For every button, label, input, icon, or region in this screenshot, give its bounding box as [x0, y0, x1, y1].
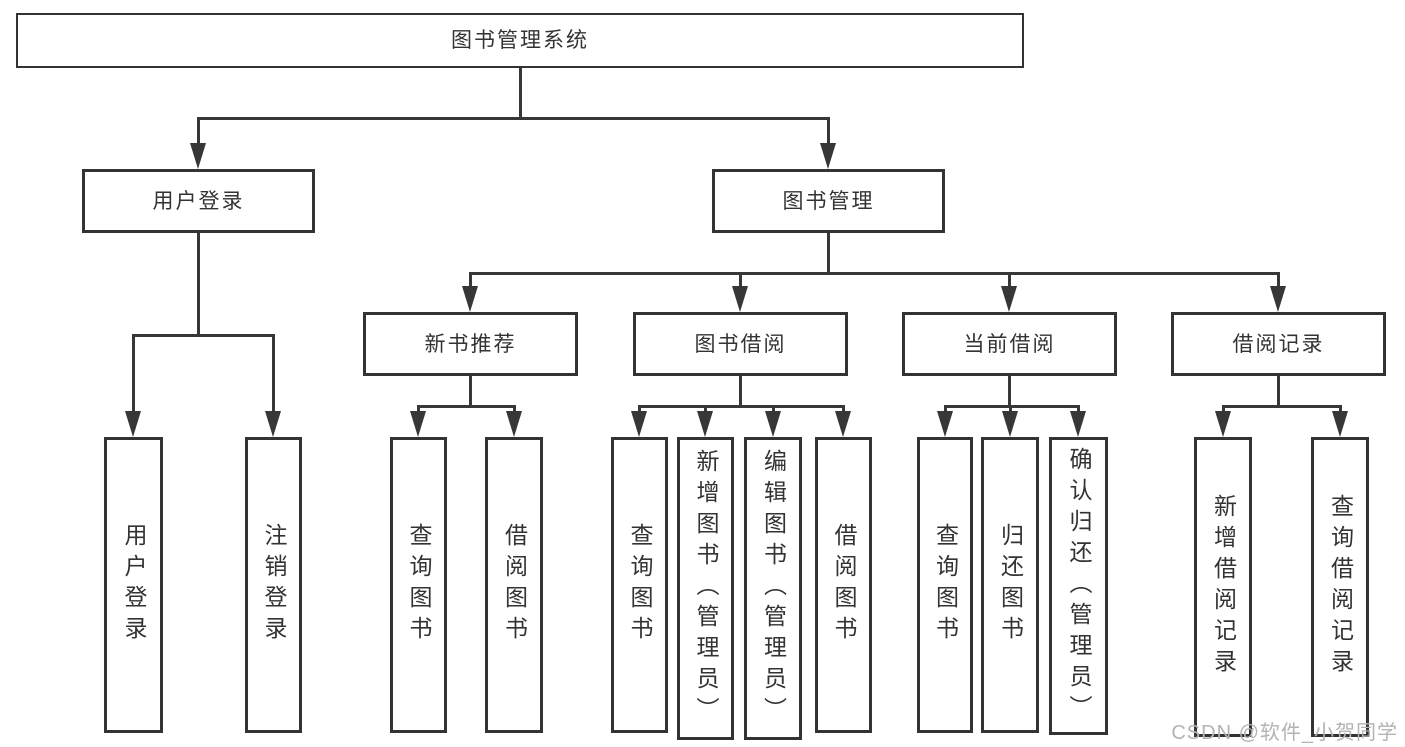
connector-vline [469, 273, 472, 294]
node-new-book-rec: 新书推荐 [363, 312, 578, 376]
node-leaf-bb-edit: 编辑图书（管理员） [744, 437, 802, 740]
node-label: 编辑图书（管理员） [760, 449, 787, 728]
connector-hline [638, 404, 845, 408]
node-leaf-br-add: 新增借阅记录 [1194, 437, 1252, 737]
node-label: 新书推荐 [424, 332, 517, 356]
arrow-down-icon [410, 411, 426, 437]
node-leaf-user-login: 用户登录 [104, 437, 163, 733]
node-label: 归还图书 [997, 523, 1024, 647]
node-leaf-logout: 注销登录 [245, 437, 302, 733]
node-user-login: 用户登录 [82, 169, 315, 233]
connector-vline [518, 68, 522, 120]
arrow-down-icon [631, 411, 647, 437]
arrow-down-icon [764, 411, 781, 437]
node-label: 图书借阅 [694, 332, 787, 356]
node-label: 查询图书 [932, 523, 959, 647]
arrow-down-icon [1214, 411, 1231, 437]
node-label: 用户登录 [152, 189, 245, 213]
node-root: 图书管理系统 [16, 13, 1024, 68]
arrow-down-icon [190, 143, 206, 169]
node-label: 借阅记录 [1232, 332, 1325, 356]
node-leaf-bb-add: 新增图书（管理员） [677, 437, 734, 740]
node-label: 图书管理 [782, 189, 875, 213]
arrow-down-icon [505, 411, 522, 437]
connector-vline [1277, 273, 1280, 294]
arrow-down-icon [1001, 411, 1018, 437]
connector-vline [1008, 376, 1011, 408]
connector-vline [272, 335, 275, 419]
connector-vline [197, 233, 200, 337]
arrow-down-icon [820, 143, 836, 169]
node-book-mgmt: 图书管理 [712, 169, 945, 233]
node-borrow-records: 借阅记录 [1171, 312, 1386, 376]
arrow-down-icon [1070, 411, 1086, 437]
connector-hline [469, 271, 1280, 275]
node-label: 注销登录 [261, 523, 287, 647]
node-label: 新增借阅记录 [1210, 494, 1237, 680]
arrow-down-icon [1331, 411, 1348, 437]
arrow-down-icon [1270, 286, 1286, 312]
node-label: 新增图书（管理员） [693, 449, 719, 728]
connector-vline [1277, 376, 1280, 408]
node-label: 查询借阅记录 [1327, 494, 1354, 680]
connector-hline [943, 404, 1080, 408]
node-leaf-bb-query: 查询图书 [611, 437, 668, 733]
watermark: CSDN @软件_小贺同学 [1171, 722, 1398, 744]
node-leaf-cb-query: 查询图书 [917, 437, 973, 733]
connector-vline [739, 273, 742, 294]
node-leaf-cb-return: 归还图书 [981, 437, 1039, 733]
connector-hline [1221, 404, 1342, 408]
connector-vline [197, 118, 200, 151]
node-label: 查询图书 [406, 523, 432, 647]
node-leaf-nbr-query: 查询图书 [390, 437, 447, 733]
connector-vline [827, 118, 830, 151]
node-leaf-br-query: 查询借阅记录 [1311, 437, 1369, 737]
node-label: 用户登录 [121, 523, 147, 647]
arrow-down-icon [835, 411, 851, 437]
connector-vline [827, 233, 830, 275]
node-leaf-cb-confirm: 确认归还（管理员） [1049, 437, 1108, 735]
node-current-borrow: 当前借阅 [902, 312, 1117, 376]
node-book-borrow: 图书借阅 [633, 312, 848, 376]
node-label: 查询图书 [627, 523, 653, 647]
connector-hline [132, 333, 275, 337]
arrow-down-icon [125, 411, 141, 437]
node-label: 图书管理系统 [451, 29, 589, 52]
node-leaf-nbr-borrow: 借阅图书 [485, 437, 543, 733]
connector-vline [739, 376, 742, 408]
connector-vline [1008, 273, 1011, 294]
node-label: 借阅图书 [831, 523, 857, 647]
arrow-down-icon [697, 411, 713, 437]
arrow-down-icon [936, 411, 953, 437]
connector-hline [417, 404, 516, 408]
connector-vline [132, 335, 135, 419]
node-label: 当前借阅 [963, 332, 1056, 356]
node-leaf-bb-borrow: 借阅图书 [815, 437, 872, 733]
arrow-down-icon [265, 411, 281, 437]
connector-hline [197, 116, 830, 120]
arrow-down-icon [462, 286, 478, 312]
node-label: 借阅图书 [501, 523, 528, 647]
connector-vline [469, 376, 472, 408]
node-label: 确认归还（管理员） [1066, 446, 1092, 726]
arrow-down-icon [1001, 286, 1017, 312]
arrow-down-icon [732, 286, 748, 312]
